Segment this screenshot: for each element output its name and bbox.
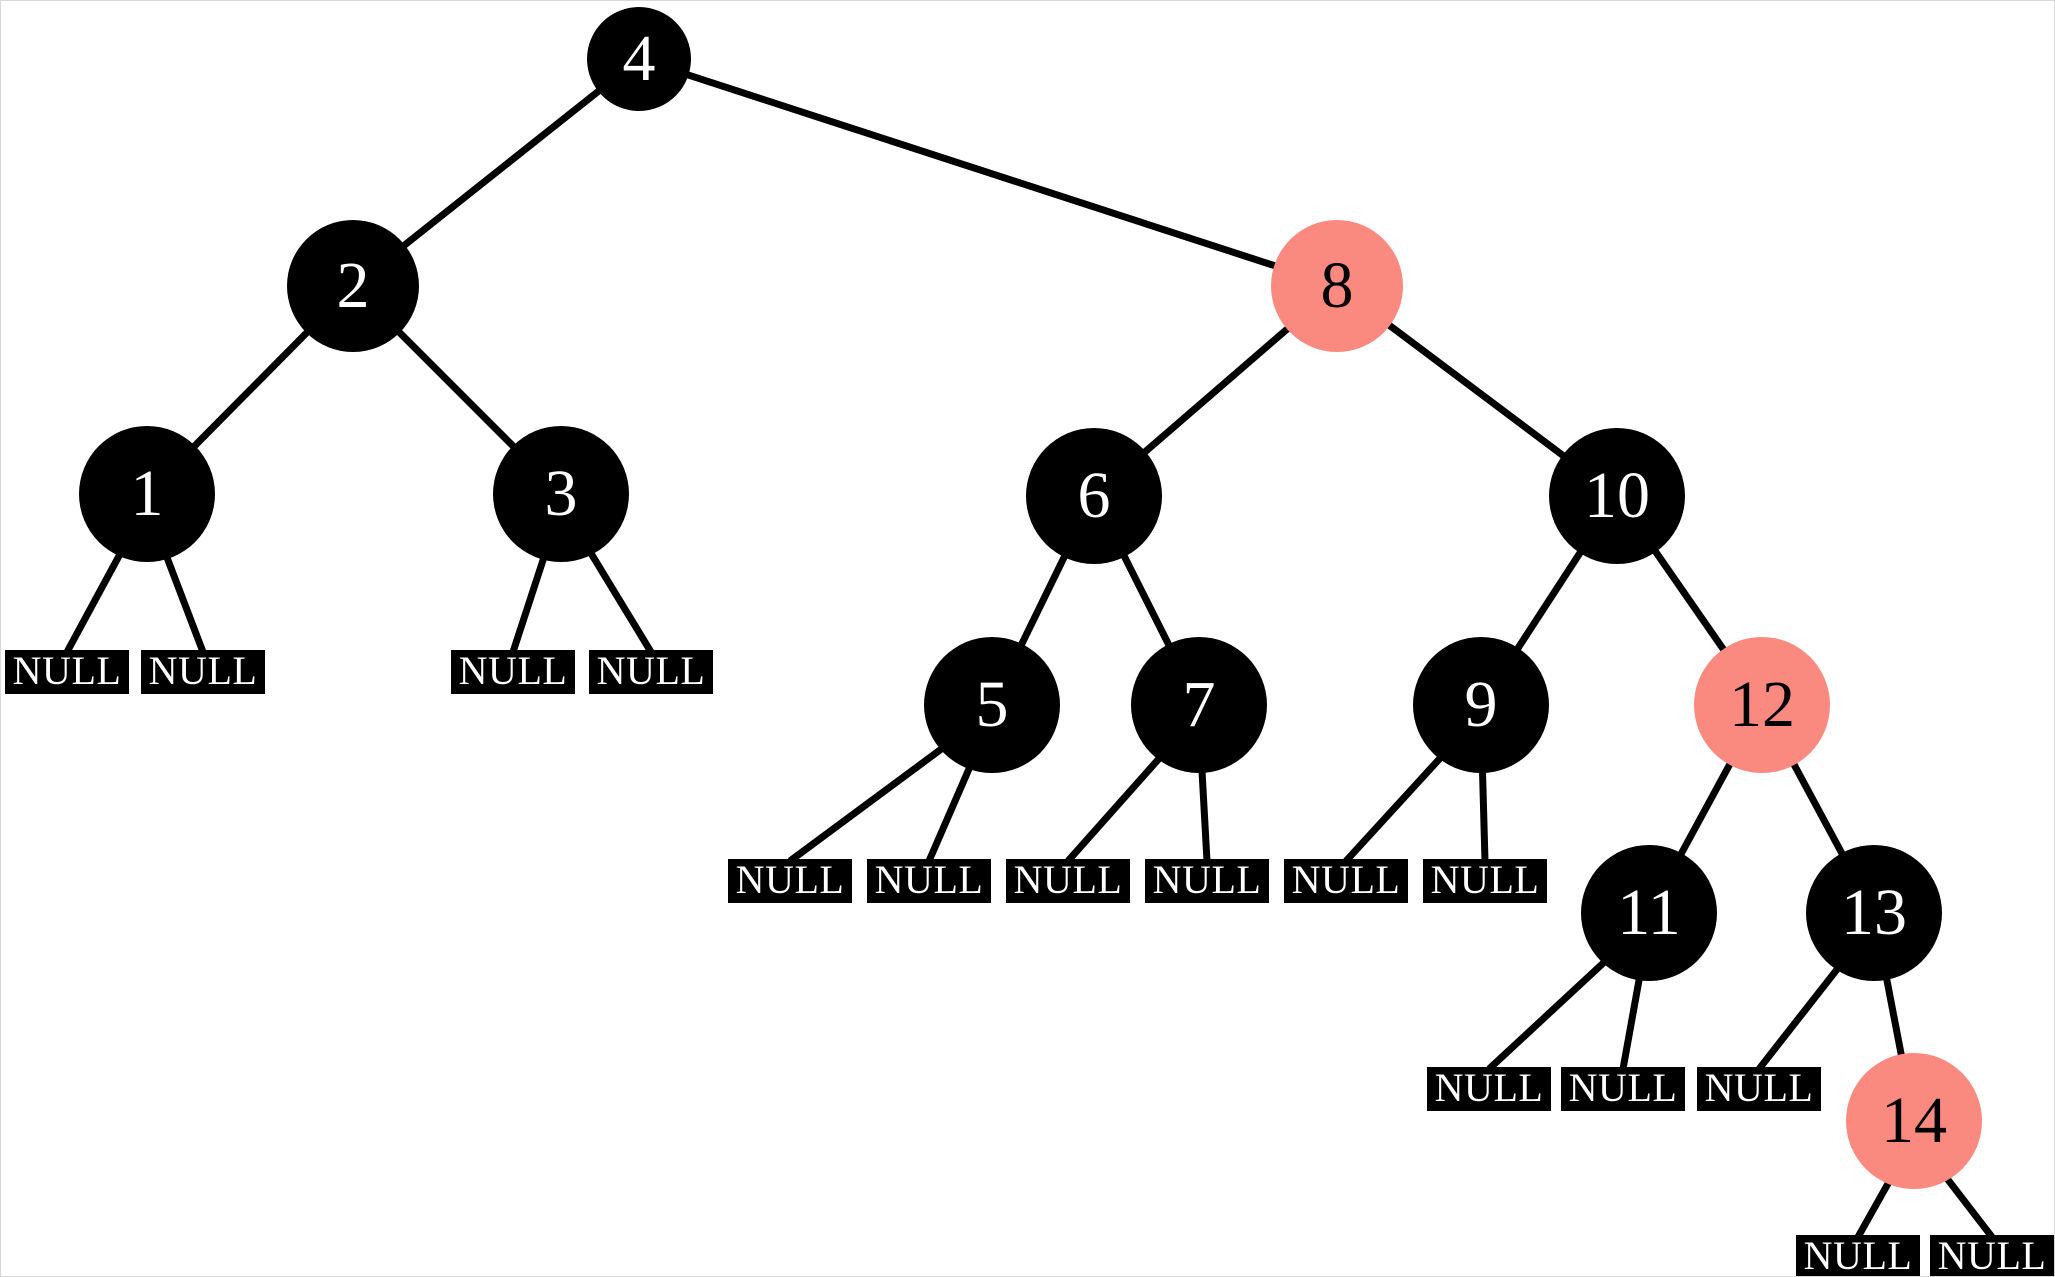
tree-edge [1479, 770, 1489, 862]
null-leaf: NULL [1423, 859, 1547, 903]
tree-node-6[interactable]: 6 [1026, 428, 1162, 564]
tree-edge [400, 87, 603, 249]
null-leaf: NULL [1561, 1067, 1685, 1111]
tree-edge [587, 551, 654, 654]
tree-edge [63, 552, 124, 654]
tree-edge [163, 555, 207, 654]
tree-edge [1854, 1180, 1892, 1239]
tree-edge [685, 71, 1278, 270]
tree-node-14[interactable]: 14 [1846, 1053, 1982, 1189]
tree-edge [1514, 549, 1584, 652]
tree-edge [1790, 761, 1846, 857]
null-leaf: NULL [1930, 1235, 2054, 1276]
tree-node-3[interactable]: 3 [493, 426, 629, 562]
tree-edge [1619, 977, 1643, 1070]
tree-edge [1343, 755, 1444, 864]
tree-edge [509, 556, 548, 654]
null-leaf: NULL [1796, 1235, 1920, 1276]
tree-node-11[interactable]: 11 [1581, 845, 1717, 981]
tree-edge [1486, 959, 1607, 1072]
null-leaf: NULL [451, 650, 575, 694]
tree-node-5[interactable]: 5 [924, 637, 1060, 773]
null-leaf: NULL [1427, 1067, 1551, 1111]
tree-edge [395, 328, 517, 450]
tree-edge [1944, 1176, 1995, 1240]
tree-edge [1386, 321, 1567, 460]
tree-edge [1017, 553, 1069, 648]
tree-node-1[interactable]: 1 [79, 426, 215, 562]
null-leaf: NULL [1145, 859, 1269, 903]
tree-node-8[interactable]: 8 [1271, 220, 1403, 352]
null-leaf: NULL [5, 650, 129, 694]
tree-node-7[interactable]: 7 [1131, 637, 1267, 773]
tree-node-12[interactable]: 12 [1694, 637, 1830, 773]
null-leaf: NULL [1006, 859, 1130, 903]
null-leaf: NULL [728, 859, 852, 903]
null-leaf: NULL [589, 650, 713, 694]
null-leaf: NULL [867, 859, 991, 903]
tree-edge [1198, 770, 1211, 862]
tree-edge [1141, 325, 1291, 456]
tree-edge [1120, 553, 1173, 648]
tree-edge [190, 329, 311, 450]
tree-edge [1065, 755, 1163, 864]
null-leaf: NULL [1697, 1067, 1821, 1111]
tree-edge [1883, 977, 1905, 1057]
tree-edge [787, 745, 945, 864]
tree-node-9[interactable]: 9 [1413, 637, 1549, 773]
tree-edge [1756, 966, 1841, 1072]
tree-edge [1651, 548, 1728, 653]
tree-node-2[interactable]: 2 [287, 220, 419, 352]
tree-edge [925, 765, 973, 863]
tree-node-13[interactable]: 13 [1806, 845, 1942, 981]
tree-node-10[interactable]: 10 [1549, 428, 1685, 564]
null-leaf: NULL [1284, 859, 1408, 903]
tree-node-4[interactable]: 4 [587, 7, 691, 111]
tree-edge [1677, 761, 1734, 857]
null-leaf: NULL [141, 650, 265, 694]
